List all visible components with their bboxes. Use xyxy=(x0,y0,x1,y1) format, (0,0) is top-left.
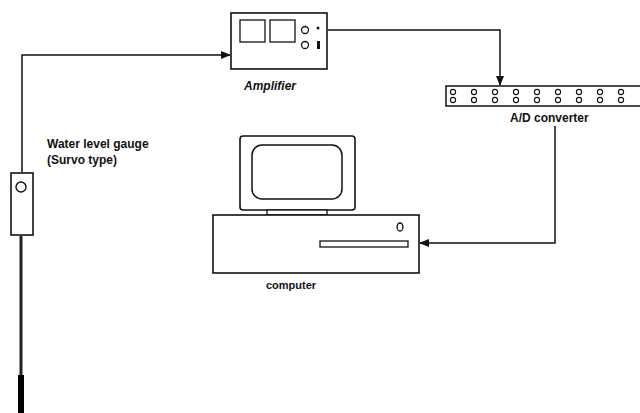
water-level-gauge-outline xyxy=(10,172,34,236)
amplifier-box-outline xyxy=(230,12,328,70)
gauge-probe-tip xyxy=(18,375,24,413)
computer-unit: computer xyxy=(212,135,420,275)
ad-converter-outline xyxy=(445,85,640,107)
node-label: Water level gauge (Survo type) xyxy=(45,136,173,168)
node-label: Amplifier xyxy=(242,78,298,94)
gauge-rod-line xyxy=(20,236,23,380)
computer-unit-outline xyxy=(212,135,420,275)
node-label: A/D converter xyxy=(508,110,591,126)
node-label: computer xyxy=(264,277,318,293)
ad-converter: A/D converter xyxy=(445,85,640,107)
signal-arrow xyxy=(22,55,230,172)
signal-arrow xyxy=(420,119,555,243)
amplifier-box: Amplifier xyxy=(230,12,328,70)
water-level-gauge: Water level gauge (Survo type) xyxy=(10,172,34,236)
signal-arrow xyxy=(328,30,500,85)
